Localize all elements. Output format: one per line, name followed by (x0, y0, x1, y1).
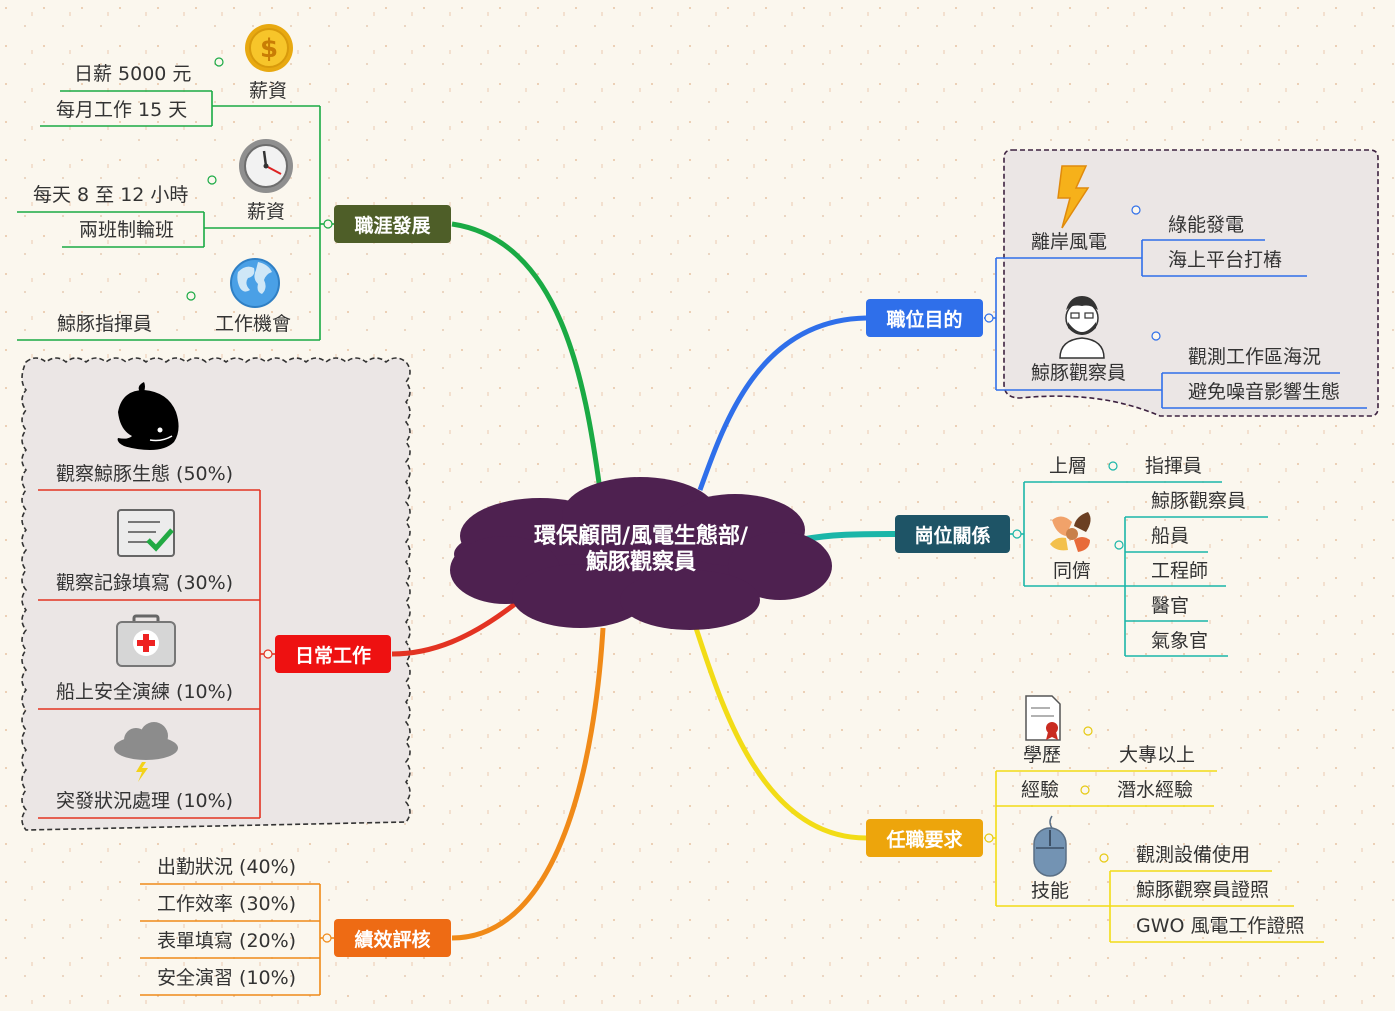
purpose-wind-item[interactable]: 海上平台打樁 (1168, 249, 1283, 271)
coin-icon: $ (245, 24, 293, 72)
daily-branch-line (391, 598, 522, 657)
requirement-topic[interactable]: 任職要求 (866, 819, 983, 857)
relation-peer-item[interactable]: 氣象官 (1151, 630, 1209, 652)
daily-item-safety[interactable]: 船上安全演練 (10%) (56, 681, 234, 703)
kpi-item[interactable]: 安全演習 (10%) (157, 967, 297, 989)
daily-connectors (38, 489, 275, 819)
daily-work-topic[interactable]: 日常工作 (275, 635, 391, 673)
career-salary-item[interactable]: 日薪 5000 元 (74, 63, 192, 85)
kpi-topic[interactable]: 績效評核 (334, 919, 451, 957)
relation-peer-item[interactable]: 船員 (1151, 525, 1190, 547)
daily-item-whale[interactable]: 觀察鯨豚生態 (50%) (56, 463, 234, 485)
career-opportunity-item[interactable]: 鯨豚指揮員 (57, 313, 153, 335)
career-opportunity-label[interactable]: 工作機會 (215, 313, 292, 335)
whale-icon (117, 382, 179, 450)
relation-peer-item[interactable]: 工程師 (1151, 560, 1209, 582)
relation-topic[interactable]: 崗位關係 (895, 515, 1010, 553)
purpose-observer-item[interactable]: 觀測工作區海況 (1188, 346, 1322, 368)
kpi-item[interactable]: 表單填寫 (20%) (157, 930, 297, 952)
career-hours-item[interactable]: 每天 8 至 12 小時 (33, 184, 189, 206)
requirement-education-label[interactable]: 學歷 (1023, 744, 1062, 766)
clock-icon (239, 139, 293, 193)
center-topic-line1: 環保顧問/風電生態部/ (533, 524, 749, 549)
daily-item-emergency[interactable]: 突發狀況處理 (10%) (56, 790, 234, 812)
daily-item-record[interactable]: 觀察記錄填寫 (30%) (56, 572, 234, 594)
career-hours-item[interactable]: 兩班制輪班 (79, 219, 175, 241)
purpose-connectors (984, 239, 1367, 409)
requirement-skills-item[interactable]: 觀測設備使用 (1136, 844, 1251, 866)
daily-work-boundary (21, 357, 411, 831)
svg-text:$: $ (260, 34, 278, 64)
purpose-branch-line (697, 315, 867, 491)
relation-peers-label[interactable]: 同儕 (1053, 560, 1092, 582)
lightning-icon (1057, 165, 1090, 229)
relation-peer-item[interactable]: 醫官 (1151, 595, 1190, 617)
requirement-branch-line (692, 624, 867, 841)
relation-peer-item[interactable]: 鯨豚觀察員 (1151, 490, 1247, 512)
career-connectors (17, 90, 334, 341)
daily-collapse-marker (263, 649, 273, 659)
requirement-experience-item[interactable]: 潛水經驗 (1117, 779, 1194, 801)
purpose-wind-label[interactable]: 離岸風電 (1031, 231, 1108, 253)
requirement-skills-label[interactable]: 技能 (1031, 880, 1070, 902)
kpi-item[interactable]: 出勤狀況 (40%) (157, 856, 297, 878)
storm-cloud-icon (114, 722, 178, 782)
requirement-connectors (984, 770, 1324, 943)
career-hours-label[interactable]: 薪資 (247, 201, 286, 223)
hands-icon (1050, 512, 1091, 552)
relation-connectors (1010, 481, 1268, 657)
kpi-collapse-marker (322, 933, 332, 943)
relation-collapse-markers (1012, 461, 1124, 550)
kpi-branch-line (451, 627, 606, 941)
requirement-experience-label[interactable]: 經驗 (1021, 779, 1060, 801)
career-salary-label[interactable]: 薪資 (249, 80, 288, 102)
mouse-icon (1033, 815, 1067, 877)
center-topic-cloud (450, 477, 832, 630)
kpi-item[interactable]: 工作效率 (30%) (157, 893, 297, 915)
purpose-observer-item[interactable]: 避免噪音影響生態 (1188, 381, 1341, 403)
checklist-icon (117, 509, 175, 557)
career-collapse-markers (186, 57, 333, 301)
center-topic-line2: 鯨豚觀察員 (585, 550, 696, 575)
requirement-skills-item[interactable]: GWO 風電工作證照 (1136, 915, 1305, 937)
center-topic[interactable]: 環保顧問/風電生態部/ 鯨豚觀察員 (505, 524, 777, 576)
relation-upper-item[interactable]: 指揮員 (1145, 455, 1203, 477)
purpose-observer-label[interactable]: 鯨豚觀察員 (1031, 362, 1127, 384)
person-icon (1059, 296, 1105, 359)
career-topic[interactable]: 職涯發展 (334, 205, 451, 243)
diploma-icon (1025, 695, 1061, 741)
first-aid-icon (116, 614, 176, 667)
requirement-education-item[interactable]: 大專以上 (1119, 744, 1196, 766)
purpose-collapse-markers (984, 205, 1161, 341)
globe-icon (230, 258, 280, 308)
requirement-collapse-markers (984, 726, 1109, 863)
requirement-skills-item[interactable]: 鯨豚觀察員證照 (1136, 879, 1270, 901)
purpose-topic[interactable]: 職位目的 (866, 299, 983, 337)
purpose-wind-item[interactable]: 綠能發電 (1168, 214, 1245, 236)
kpi-connectors (140, 883, 334, 996)
career-salary-item[interactable]: 每月工作 15 天 (56, 99, 188, 121)
relation-upper-label[interactable]: 上層 (1049, 455, 1088, 477)
career-branch-line (451, 221, 603, 491)
